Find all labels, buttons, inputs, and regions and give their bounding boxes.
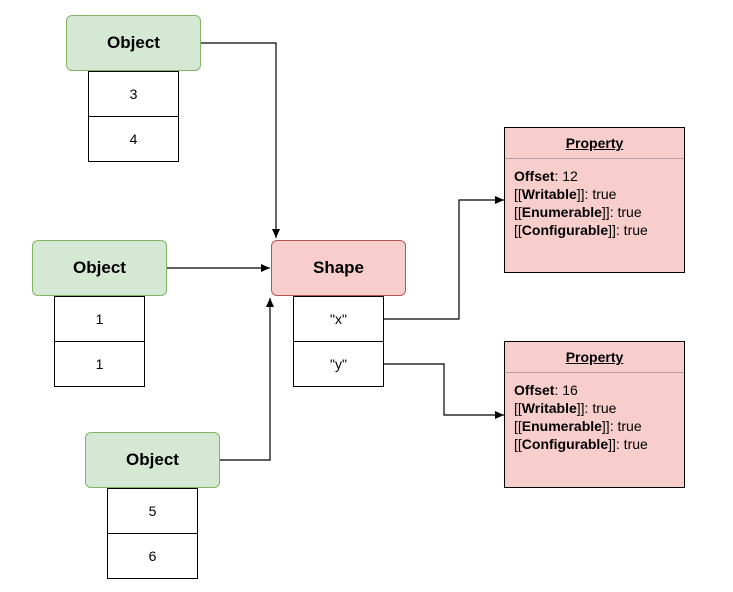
object-3-value-cell: 6: [107, 533, 198, 579]
shape-key: "y": [330, 356, 347, 372]
property-configurable: [[Configurable]]: true: [514, 222, 648, 238]
property-body: Offset: 16 [[Writable]]: true [[Enumerab…: [505, 373, 684, 453]
property-offset: Offset: 12: [514, 168, 578, 184]
object-value: 5: [148, 503, 157, 519]
property-title: Property: [505, 128, 684, 159]
object-value: 6: [148, 548, 157, 564]
property-writable: [[Writable]]: true: [514, 400, 617, 416]
object-value: 1: [95, 311, 104, 327]
object-value: 3: [129, 86, 138, 102]
object-2-value-cell: 1: [54, 296, 145, 342]
object-value: 4: [129, 131, 138, 147]
shape-node: Shape: [271, 240, 406, 296]
property-node-1: Property Offset: 12 [[Writable]]: true […: [504, 127, 685, 273]
property-body: Offset: 12 [[Writable]]: true [[Enumerab…: [505, 159, 684, 239]
edge-x-to-property1: [384, 196, 504, 320]
object-node-2: Object: [32, 240, 167, 296]
object-label: Object: [126, 450, 179, 469]
object-label: Object: [107, 33, 160, 52]
property-writable: [[Writable]]: true: [514, 186, 617, 202]
object-2-value-cell: 1: [54, 341, 145, 387]
object-node-1: Object: [66, 15, 201, 71]
property-configurable: [[Configurable]]: true: [514, 436, 648, 452]
object-label: Object: [73, 258, 126, 277]
shape-label: Shape: [312, 258, 365, 277]
shape-key-cell-y: "y": [293, 341, 384, 387]
object-1-value-cell: 3: [88, 71, 179, 117]
object-1-value-cell: 4: [88, 116, 179, 162]
object-node-3: Object: [85, 432, 220, 488]
shape-key-cell-x: "x": [293, 296, 384, 342]
object-3-value-cell: 5: [107, 488, 198, 534]
property-node-2: Property Offset: 16 [[Writable]]: true […: [504, 341, 685, 488]
property-enumerable: [[Enumerable]]: true: [514, 418, 642, 434]
property-title: Property: [505, 342, 684, 373]
object-value: 1: [95, 356, 104, 372]
shape-key: "x": [330, 311, 347, 327]
property-enumerable: [[Enumerable]]: true: [514, 204, 642, 220]
property-offset: Offset: 16: [514, 382, 578, 398]
edge-object1-to-shape: [201, 42, 280, 238]
edge-object3-to-shape: [220, 298, 274, 461]
edge-y-to-property2: [384, 363, 504, 419]
